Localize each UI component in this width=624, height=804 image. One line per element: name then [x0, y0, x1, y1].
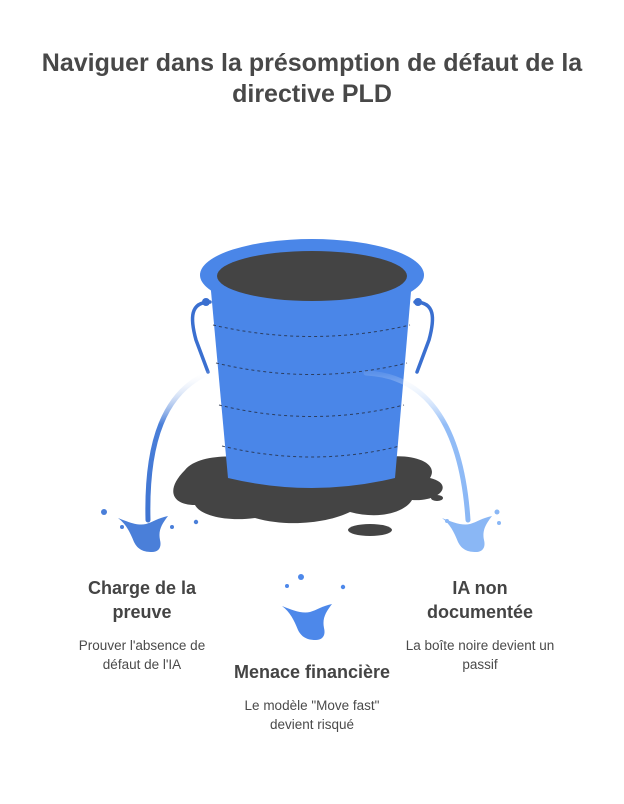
item-burden-of-proof: Charge de la preuve Prouver l'absence de… — [62, 576, 222, 674]
item-description: Le modèle "Move fast" devient risqué — [244, 698, 380, 732]
handle-rivet-right — [414, 298, 422, 306]
item-heading: Menace financière — [233, 662, 391, 682]
item-heading: Charge de la preuve — [87, 578, 197, 622]
left-leak-stream — [145, 370, 211, 523]
center-splash — [282, 574, 346, 640]
item-undocumented-ai: IA non documentée La boîte noire devient… — [400, 576, 560, 674]
item-financial-threat: Menace financière Le modèle "Move fast" … — [232, 660, 392, 734]
right-splash — [442, 509, 501, 552]
right-leak-stream — [363, 370, 471, 523]
item-heading: IA non documentée — [426, 578, 534, 622]
item-description: Prouver l'absence de défaut de l'IA — [78, 638, 206, 672]
page-title: Naviguer dans la présomption de défaut d… — [41, 49, 583, 108]
bucket-opening — [217, 251, 407, 301]
left-splash — [101, 509, 199, 552]
handle-rivet-left — [202, 298, 210, 306]
item-description: La boîte noire devient un passif — [405, 638, 555, 672]
